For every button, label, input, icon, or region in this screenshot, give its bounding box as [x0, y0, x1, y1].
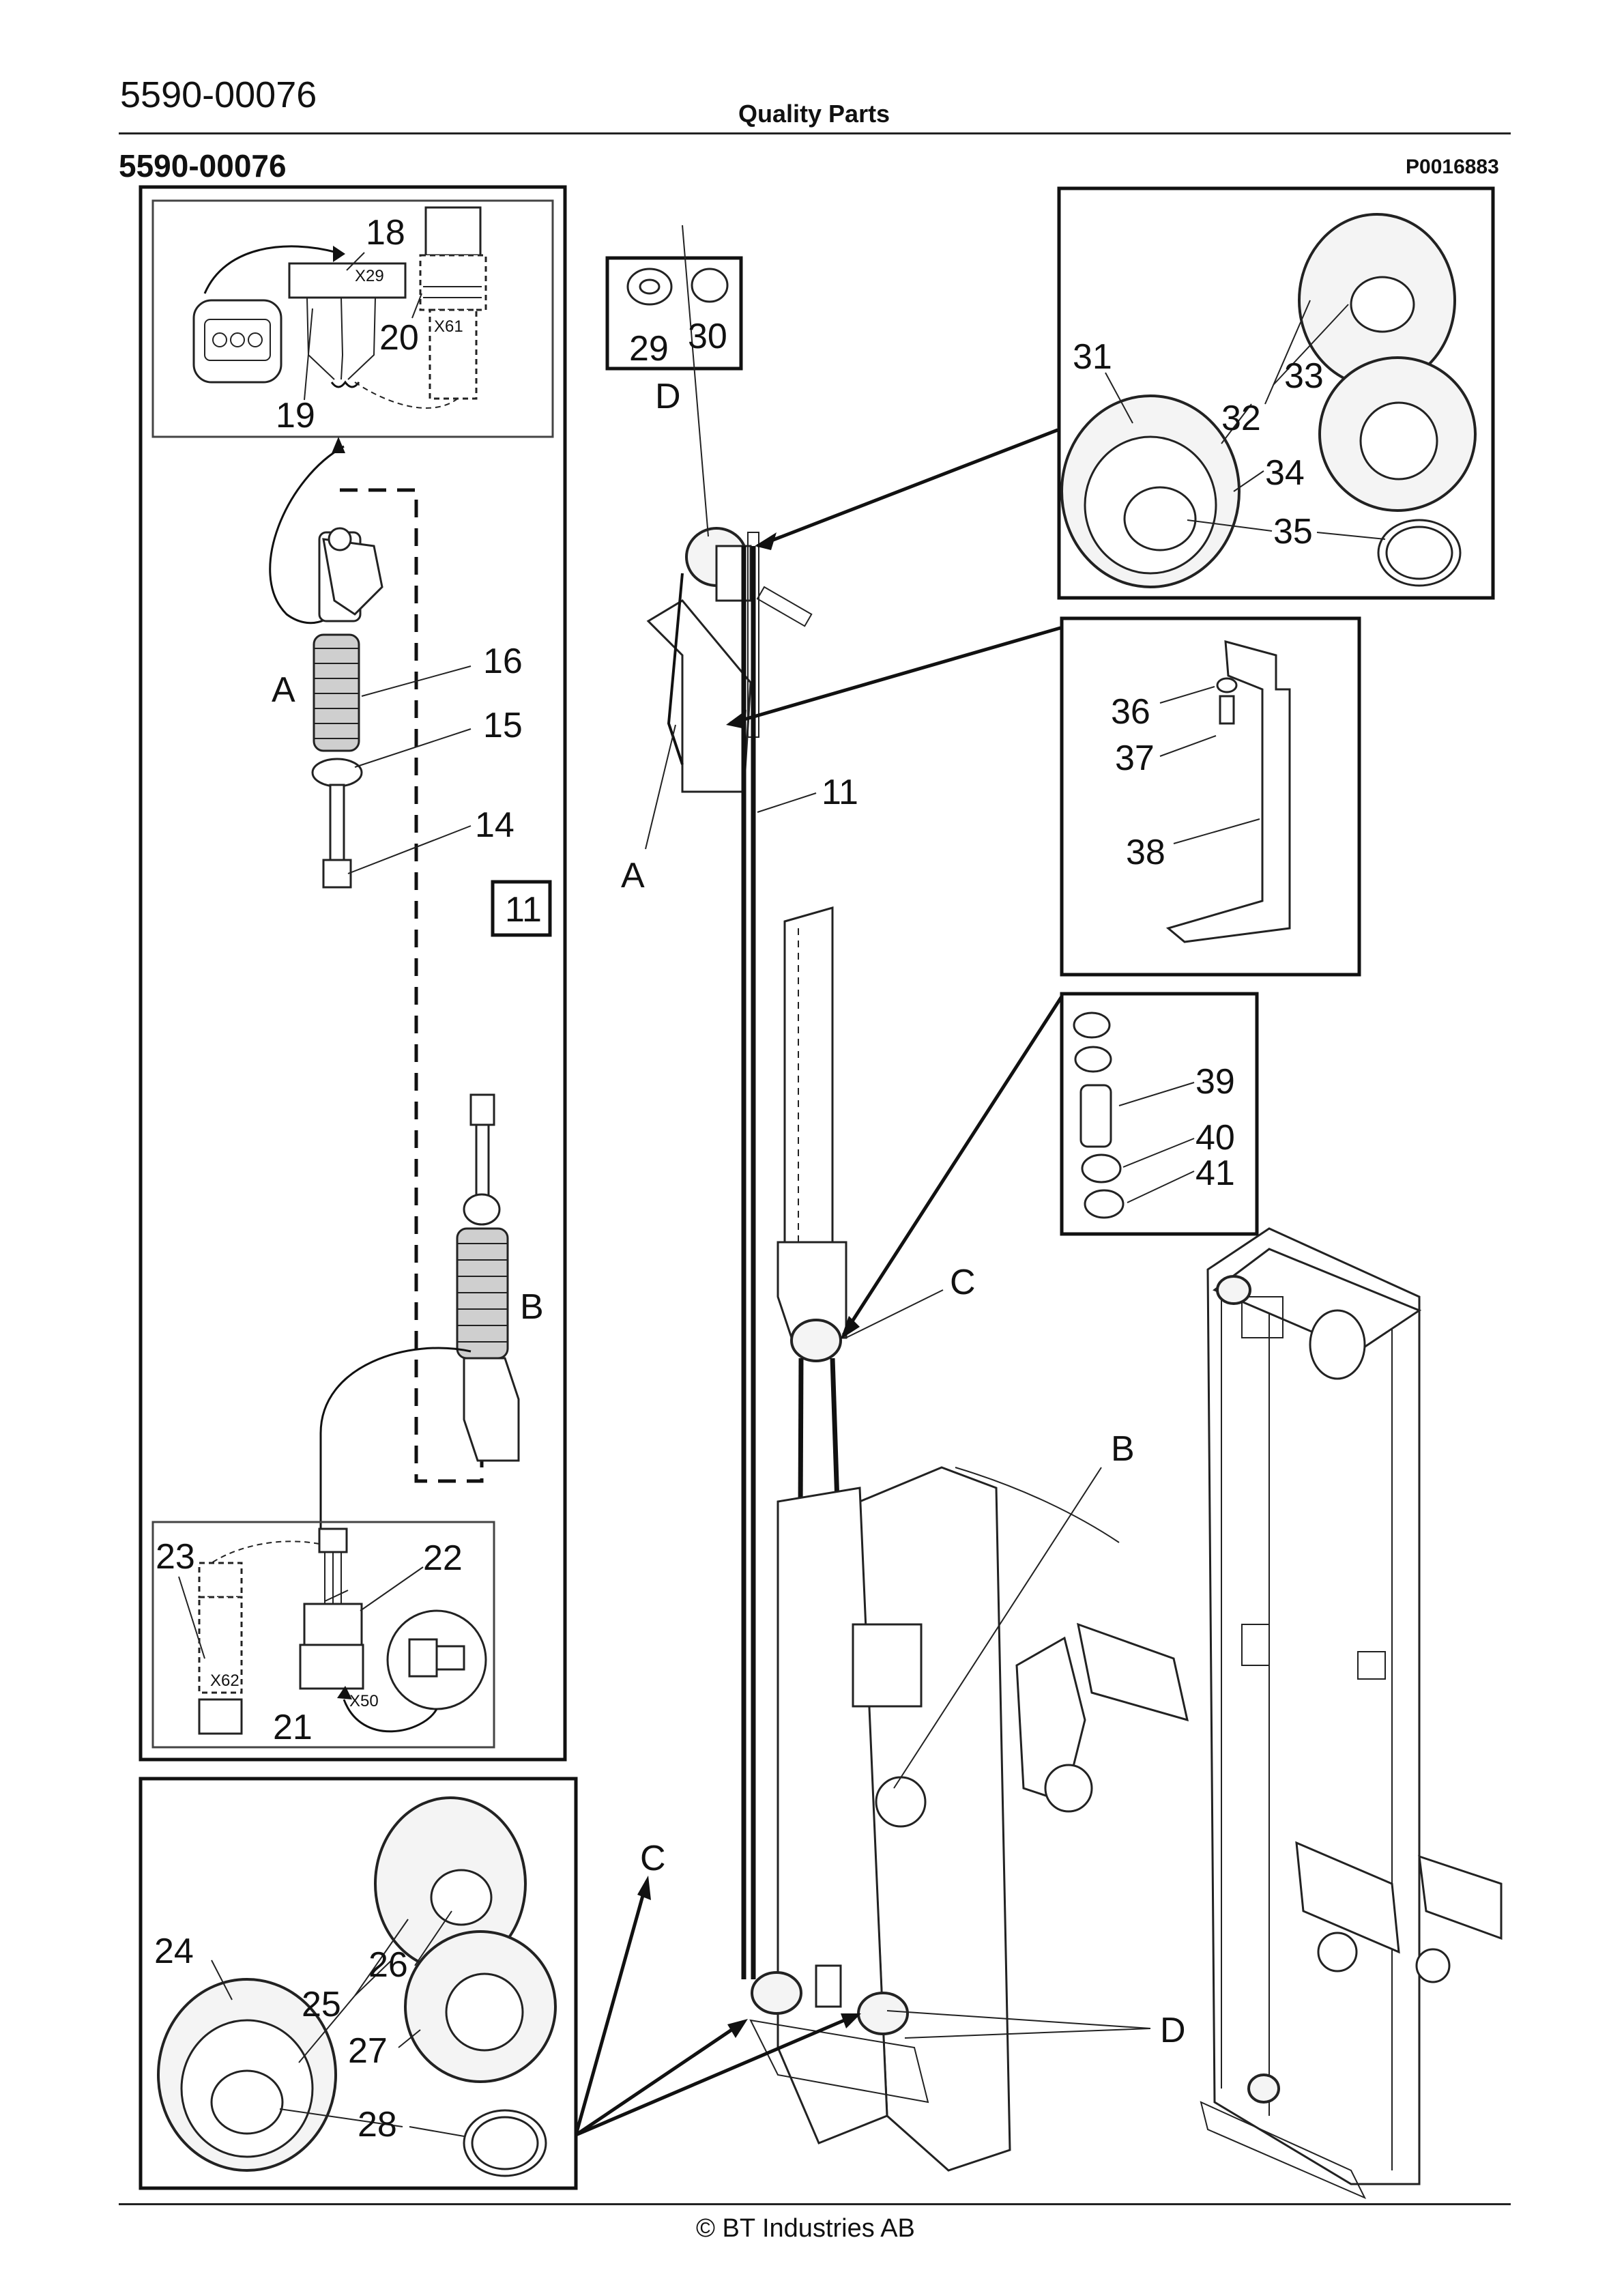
callout-20: 20 — [379, 318, 419, 358]
callout-34: 34 — [1265, 453, 1305, 493]
spring-assembly-b — [319, 1093, 520, 1529]
callout-14: 14 — [475, 805, 514, 845]
callout-41: 41 — [1195, 1153, 1235, 1193]
connector-x62-tag: X62 — [210, 1671, 240, 1690]
callout-25: 25 — [302, 1985, 341, 2024]
callout-28: 28 — [358, 2105, 397, 2144]
callout-39: 39 — [1195, 1062, 1235, 1102]
view-letter-c-arrow: C — [640, 1839, 666, 1878]
callout-40: 40 — [1195, 1118, 1235, 1158]
view-letter-d-top: D — [655, 377, 681, 416]
connector-x61-tag: X61 — [434, 317, 463, 336]
upper-pulley-panel — [1057, 186, 1495, 600]
bracket-panel — [1060, 616, 1361, 977]
inset-connector-x29 — [151, 199, 554, 438]
callout-18: 18 — [366, 213, 405, 253]
callout-11: 11 — [822, 773, 858, 812]
callout-35: 35 — [1273, 512, 1313, 551]
callout-38: 38 — [1126, 833, 1165, 872]
callout-22: 22 — [423, 1538, 463, 1578]
callout-labels: 18 20 19 X29 X61 A 16 15 14 11 B 23 22 2… — [154, 213, 1324, 2144]
detail-arrows — [574, 428, 1151, 2137]
leader-lines — [178, 225, 1386, 2137]
callout-23: 23 — [156, 1537, 195, 1577]
document-number: 5590-00076 — [120, 74, 317, 115]
copyright-notice: © BT Industries AB — [696, 2214, 915, 2243]
callout-30: 30 — [688, 317, 727, 356]
callout-29: 29 — [629, 329, 669, 369]
view-letter-c-main: C — [950, 1263, 976, 1302]
lower-pulley-panel — [139, 1777, 578, 2190]
overview-mast — [1200, 1227, 1503, 2200]
section-number: 5590-00076 — [119, 148, 287, 184]
left-panel-frame — [139, 185, 567, 1762]
callout-15: 15 — [483, 706, 523, 745]
view-letter-a-main: A — [621, 856, 645, 895]
callout-31: 31 — [1073, 337, 1112, 377]
inset-connector-x50 — [151, 1521, 495, 1749]
spring-assembly-a — [269, 437, 383, 889]
footer-divider — [119, 2203, 1511, 2205]
drawing-id: P0016883 — [1406, 156, 1499, 178]
header-title: Quality Parts — [738, 100, 890, 128]
callout-37: 37 — [1115, 738, 1155, 778]
callout-27: 27 — [348, 2031, 388, 2071]
connector-x29-tag: X29 — [355, 267, 384, 285]
view-letter-d-bottom: D — [1160, 2011, 1186, 2050]
view-letter-a-detail: A — [272, 670, 295, 710]
connector-x50-tag: X50 — [349, 1692, 379, 1710]
bushing-panel — [1060, 992, 1259, 1236]
callout-33: 33 — [1284, 356, 1324, 396]
callout-21: 21 — [273, 1708, 313, 1747]
view-letter-b-detail: B — [520, 1287, 544, 1327]
callout-24: 24 — [154, 1932, 194, 1971]
callout-11-boxed: 11 — [505, 890, 542, 930]
callout-19: 19 — [276, 396, 315, 435]
callout-16: 16 — [483, 642, 523, 681]
part-11-box — [491, 880, 552, 937]
left-detail-panel — [139, 185, 567, 1762]
view-letter-b-main: B — [1111, 1429, 1135, 1469]
callout-36: 36 — [1111, 692, 1150, 732]
mast-assembly — [646, 527, 1189, 2172]
seal-ring-panel — [605, 256, 743, 371]
callout-32: 32 — [1221, 399, 1261, 438]
header-divider — [119, 132, 1511, 134]
callout-26: 26 — [368, 1945, 408, 1985]
